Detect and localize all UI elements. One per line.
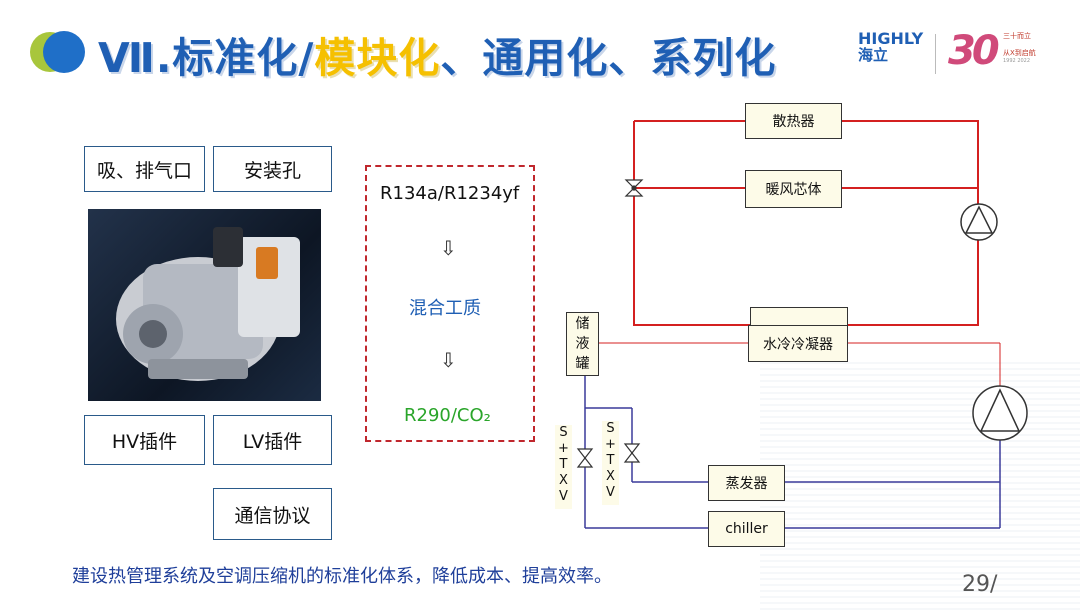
refrigerant-mixed: 混合工质 — [409, 298, 481, 319]
label-hv-connector: HV插件 — [84, 415, 205, 465]
label-communication-protocol: 通信协议 — [213, 488, 332, 540]
radiator: 散热器 — [745, 103, 842, 139]
anniversary-logo: 30 — [948, 28, 1000, 74]
evaporator: 蒸发器 — [708, 465, 785, 501]
expansion-valve-icon — [576, 448, 594, 468]
blue-refrigerant-loop — [584, 376, 1001, 529]
three-way-valve-icon — [624, 179, 644, 197]
logo-cn: 海立 — [858, 46, 889, 64]
background-stripe — [760, 360, 1080, 610]
compressor-photo — [88, 209, 321, 401]
anniversary-line2: 从X到启航 — [1003, 49, 1036, 57]
logo-en: HIGHLY — [858, 29, 924, 48]
water-condenser-top — [750, 307, 848, 325]
company-logo: HIGHLY 海立 — [858, 30, 923, 64]
red-coolant-loop — [633, 120, 979, 326]
compressor-icon — [972, 385, 1028, 441]
label-lv-connector: LV插件 — [213, 415, 332, 465]
down-arrow-icon: ⇩ — [440, 348, 457, 372]
label-mounting-hole: 安装孔 — [213, 146, 332, 192]
page-number: 29/ — [962, 572, 998, 597]
pump-icon — [960, 203, 998, 241]
title-bullet-icon — [30, 31, 85, 73]
logo-divider — [935, 34, 936, 74]
anniversary-line1: 三十而立 — [1003, 32, 1031, 40]
anniversary-years: 1992 2022 — [1003, 58, 1031, 64]
page-title: Ⅶ.标准化/模块化、通用化、系列化 — [98, 34, 777, 82]
footer-text: 建设热管理系统及空调压缩机的标准化体系，降低成本、提高效率。 — [72, 566, 612, 587]
refrigerant-r290-co2: R290/CO₂ — [404, 405, 491, 426]
label-intake-exhaust: 吸、排气口 — [84, 146, 205, 192]
heater-core: 暖风芯体 — [745, 170, 842, 208]
water-condenser: 水冷冷凝器 — [748, 325, 848, 362]
refrigerant-box — [365, 165, 535, 442]
refrigerant-r134a: R134a/R1234yf — [380, 183, 520, 204]
down-arrow-icon: ⇩ — [440, 236, 457, 260]
chiller: chiller — [708, 511, 785, 547]
receiver-drier: 储液罐 — [566, 312, 599, 376]
expansion-valve-icon — [623, 443, 641, 463]
